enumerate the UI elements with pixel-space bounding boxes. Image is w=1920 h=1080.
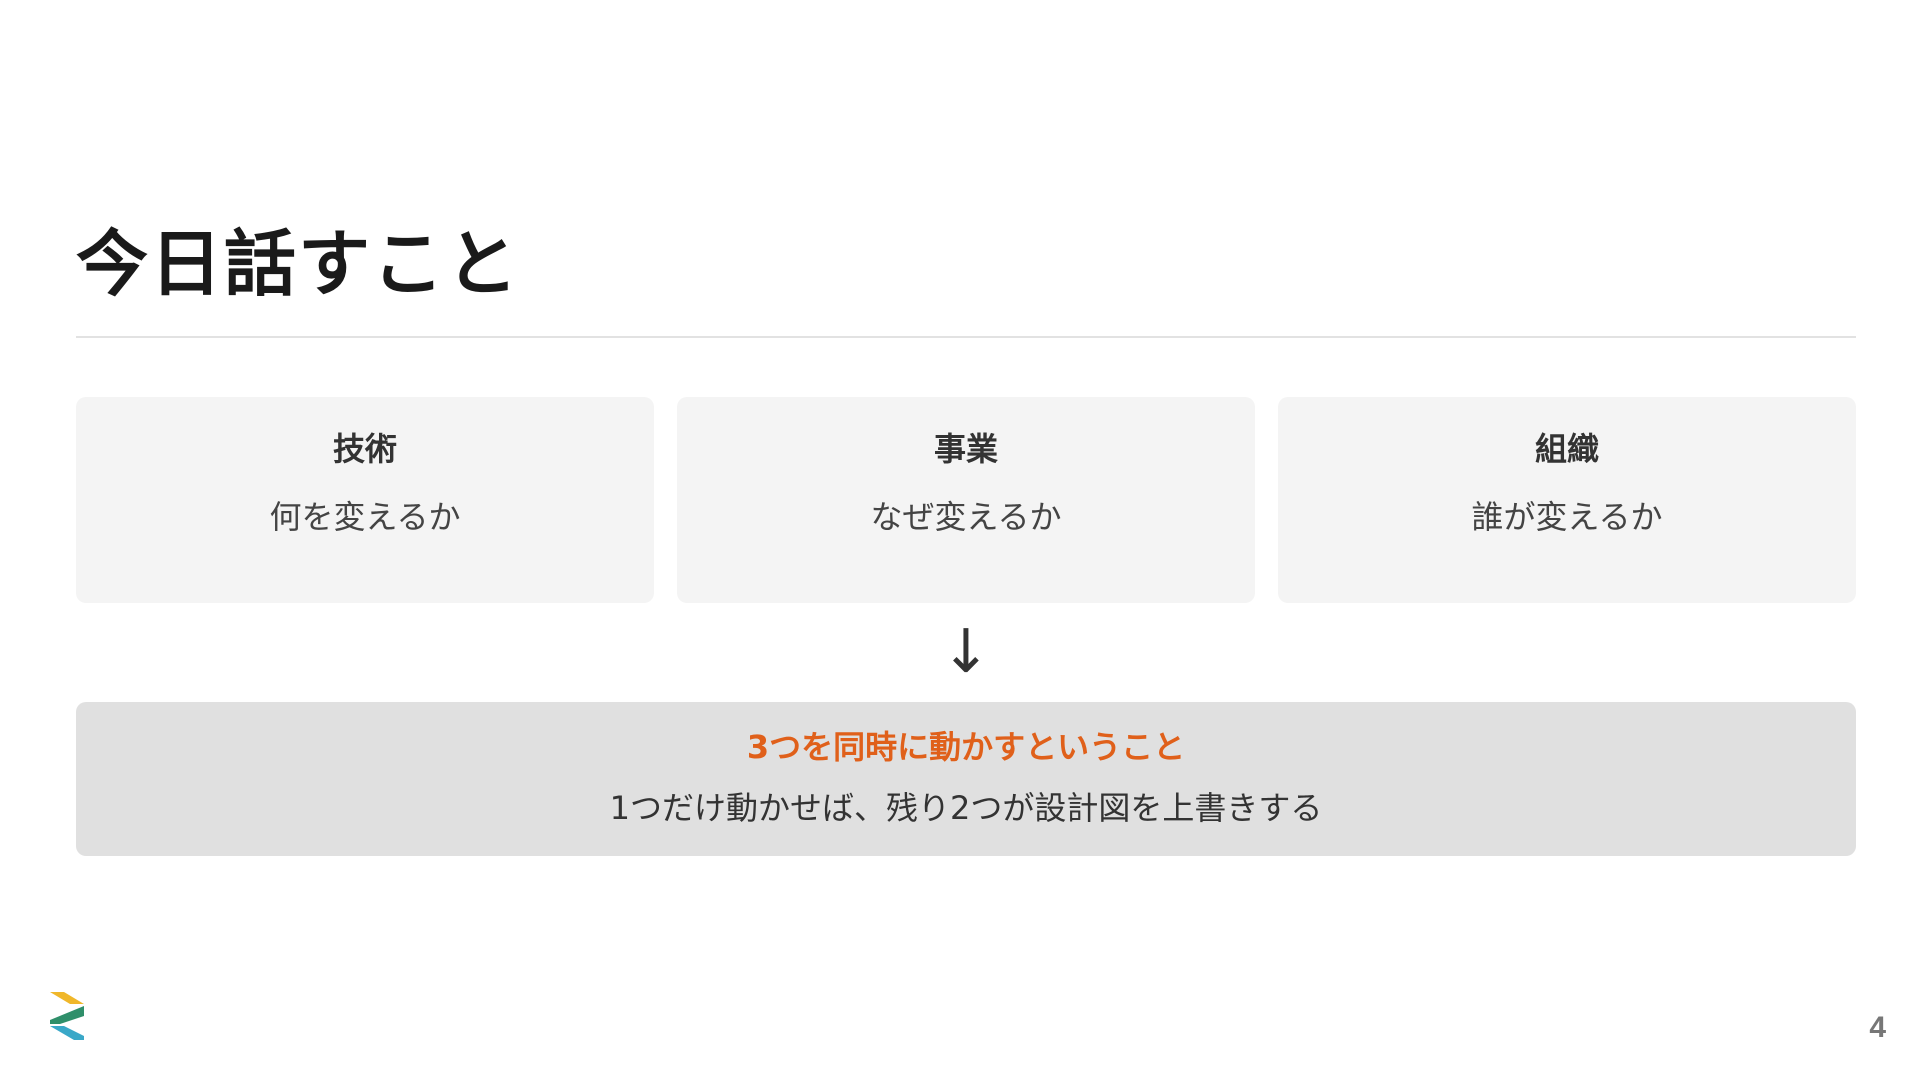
topic-card-heading: 技術 xyxy=(332,430,397,468)
topic-card-description: なぜ変えるか xyxy=(870,498,1062,537)
topic-card-organization: 組織 誰が変えるか xyxy=(1278,397,1856,603)
company-logo-icon xyxy=(50,992,84,1040)
topic-card-heading: 事業 xyxy=(933,430,998,468)
slide-title: 今日話すこと xyxy=(76,222,521,306)
topic-cards: 技術 何を変えるか 事業 なぜ変えるか 組織 誰が変えるか xyxy=(76,397,1856,603)
title-divider xyxy=(76,336,1856,338)
summary-box: 3つを同時に動かすということ 1つだけ動かせば、残り2つが設計図を上書きする xyxy=(76,702,1856,856)
topic-card-description: 誰が変えるか xyxy=(1471,498,1663,537)
down-arrow-icon: ↓ xyxy=(940,617,992,687)
topic-card-business: 事業 なぜ変えるか xyxy=(677,397,1255,603)
topic-card-heading: 組織 xyxy=(1534,430,1599,468)
summary-text: 1つだけ動かせば、残り2つが設計図を上書きする xyxy=(609,789,1323,828)
summary-heading: 3つを同時に動かすということ xyxy=(746,728,1186,766)
page-number: 4 xyxy=(1869,1011,1886,1044)
topic-card-description: 何を変えるか xyxy=(269,498,461,537)
topic-card-technology: 技術 何を変えるか xyxy=(76,397,654,603)
